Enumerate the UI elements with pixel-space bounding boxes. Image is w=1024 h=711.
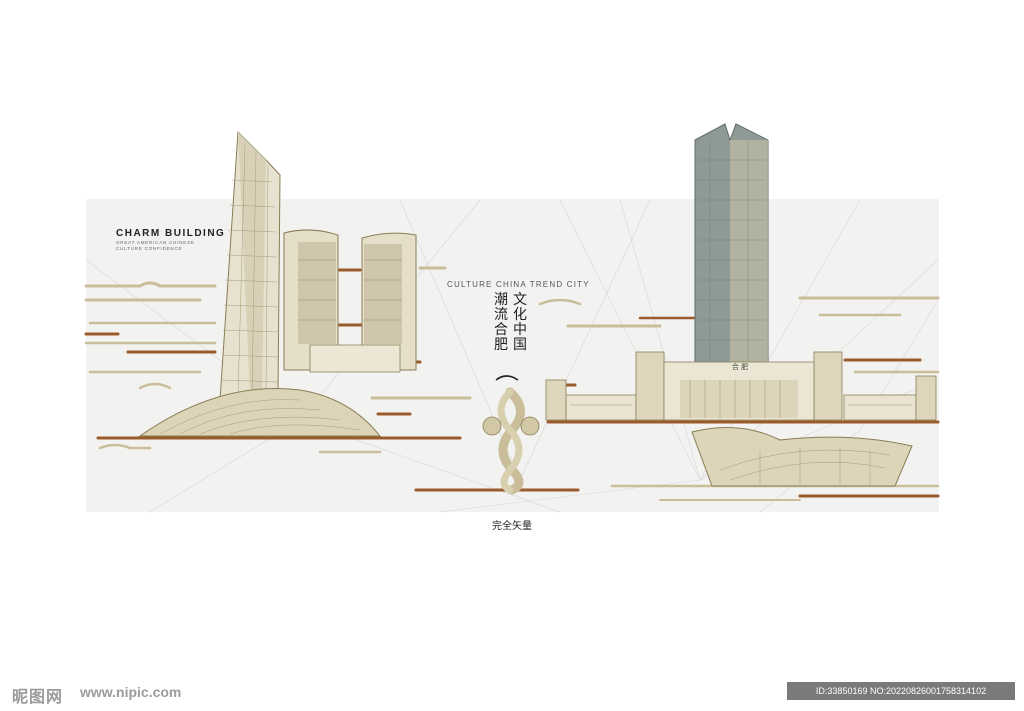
vertical-slogan-right: 文化中国 xyxy=(513,291,527,352)
railway-station-illustration: 合 肥 xyxy=(545,351,937,421)
culture-china-english: CULTURE CHINA TREND CITY xyxy=(447,280,590,289)
caption-text: 完全矢量 xyxy=(492,521,532,532)
station-sign-text: 合 肥 xyxy=(732,362,748,371)
watermark-id-badge: ID:33850169 NO:20220826001758314102 xyxy=(787,682,1015,700)
vertical-slogan-left: 潮流合肥 xyxy=(494,291,508,352)
stadium-illustration xyxy=(691,427,913,487)
watermark-logo: 昵图网 xyxy=(12,689,64,706)
sculpture-illustration xyxy=(482,375,540,495)
skyscraper-illustration xyxy=(219,130,281,401)
watermark-url[interactable]: www.nipic.com xyxy=(80,684,182,700)
dome-illustration xyxy=(138,387,382,437)
charm-subtitle-line1: GREAT AMERICAN CHINESE xyxy=(116,240,195,245)
charm-building-title: CHARM BUILDING xyxy=(116,228,226,239)
charm-subtitle-line2: CULTURE CONFIDENCE xyxy=(116,246,183,251)
glass-tower-illustration xyxy=(694,123,769,366)
twin-tower-illustration xyxy=(283,229,417,373)
